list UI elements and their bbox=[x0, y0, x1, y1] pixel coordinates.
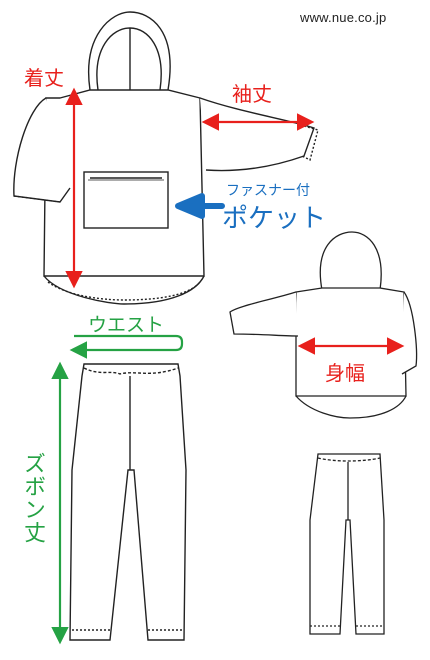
site-url: www.nue.co.jp bbox=[300, 10, 387, 25]
pants-front bbox=[69, 363, 187, 641]
waist-label: ウエスト bbox=[88, 314, 165, 336]
body-width-label: 身幅 bbox=[325, 361, 365, 385]
pocket-pointer-arrow bbox=[175, 193, 225, 219]
pocket-label-line1: ファスナー付 bbox=[226, 183, 310, 199]
waist-arrow bbox=[69, 334, 184, 359]
pants-length-label: ズボン丈 bbox=[20, 452, 45, 544]
jacket-front bbox=[13, 11, 319, 305]
pocket-label-line2: ポケット bbox=[222, 204, 327, 234]
pants-back bbox=[309, 453, 385, 635]
length-label: 着丈 bbox=[24, 66, 64, 90]
jacket-back bbox=[229, 231, 418, 419]
sleeve-length-label: 袖丈 bbox=[232, 82, 272, 106]
